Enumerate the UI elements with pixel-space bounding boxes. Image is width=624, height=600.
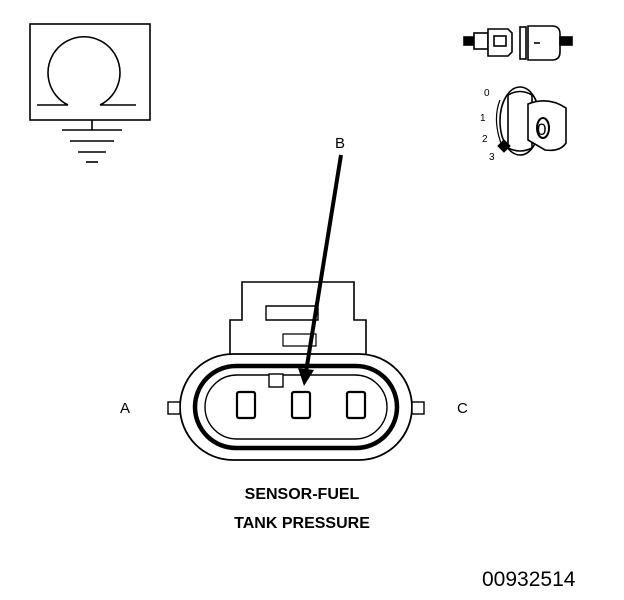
callout-label-b: B: [335, 135, 345, 152]
ignition-key-icon: [495, 86, 567, 156]
terminal-a-cavity: [235, 390, 257, 420]
ground-icon: [62, 120, 122, 163]
terminal-c-cavity: [345, 390, 367, 420]
ignition-position-3: 0: [484, 88, 490, 99]
ignition-position-0: 3: [489, 152, 495, 163]
callout-label-a: A: [120, 400, 130, 417]
callout-arrow-b: [298, 154, 343, 386]
callout-label-c: C: [457, 400, 468, 417]
caption-line-1: SENSOR-FUEL: [245, 486, 360, 503]
terminal-b-cavity: [290, 390, 312, 420]
ignition-key-label: 0: [537, 120, 546, 139]
caption-line-2: TANK PRESSURE: [234, 515, 370, 532]
disconnect-connector-icon: [463, 25, 573, 61]
ignition-position-labels: 0 1 2 3: [480, 88, 495, 163]
ignition-position-1: 2: [482, 134, 488, 145]
connector-housing: [167, 281, 425, 461]
ignition-position-2: 1: [480, 113, 486, 124]
ohmmeter-icon: [29, 23, 151, 121]
terminal-cavities: [235, 390, 367, 420]
figure-number: 00932514: [482, 568, 576, 591]
